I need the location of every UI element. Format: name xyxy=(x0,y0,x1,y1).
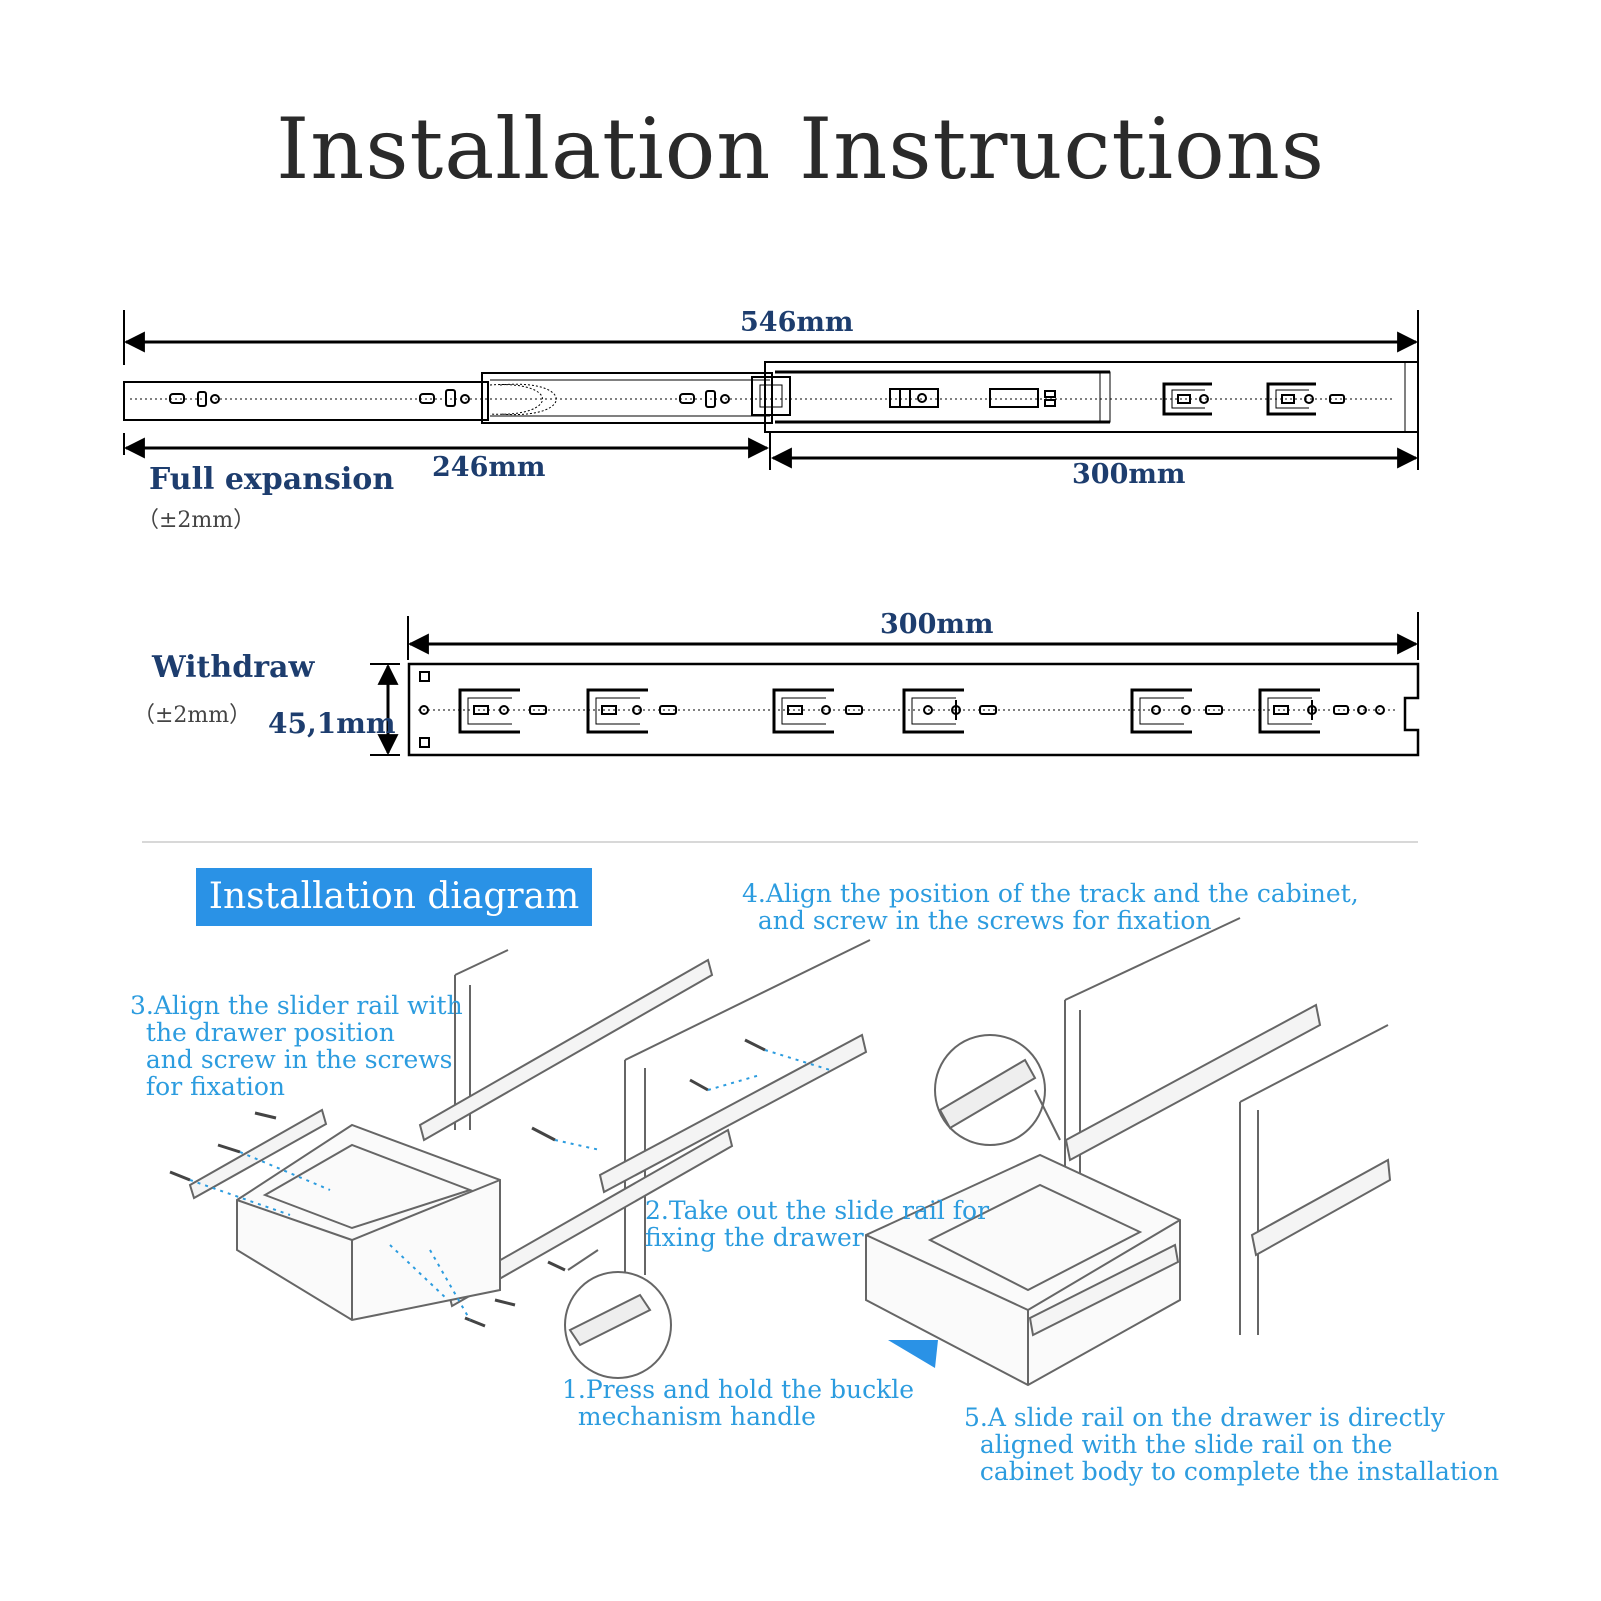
left-cabinet-sketch xyxy=(169,939,871,1379)
step-1-text: 1.Press and hold the buckle mechanism ha… xyxy=(562,1375,915,1431)
withdraw-label: Withdraw xyxy=(152,650,315,685)
extension-length-label: 246mm xyxy=(432,452,546,483)
step-2-text: 2.Take out the slide rail for fixing the… xyxy=(645,1196,990,1252)
full-expansion-tolerance: （±2mm） xyxy=(137,508,256,533)
withdraw-length-label: 300mm xyxy=(880,609,994,640)
rail-length-label: 300mm xyxy=(1072,459,1186,490)
step-5-text: 5.A slide rail on the drawer is directly… xyxy=(964,1403,1500,1486)
full-expansion-rail xyxy=(123,310,1419,470)
rail-height-label: 45,1mm xyxy=(268,707,396,740)
right-cabinet-sketch xyxy=(865,917,1392,1387)
installation-diagram-badge: Installation diagram xyxy=(196,868,592,926)
page-title: Installation Instructions xyxy=(276,100,1325,198)
withdraw-rail xyxy=(370,612,1420,757)
step-4-text: 4.Align the position of the track and th… xyxy=(742,879,1359,935)
total-length-label: 546mm xyxy=(740,307,854,338)
withdraw-tolerance: （±2mm） xyxy=(133,703,252,728)
full-expansion-label: Full expansion xyxy=(149,462,395,497)
step-3-text: 3.Align the slider rail with the drawer … xyxy=(130,991,463,1101)
